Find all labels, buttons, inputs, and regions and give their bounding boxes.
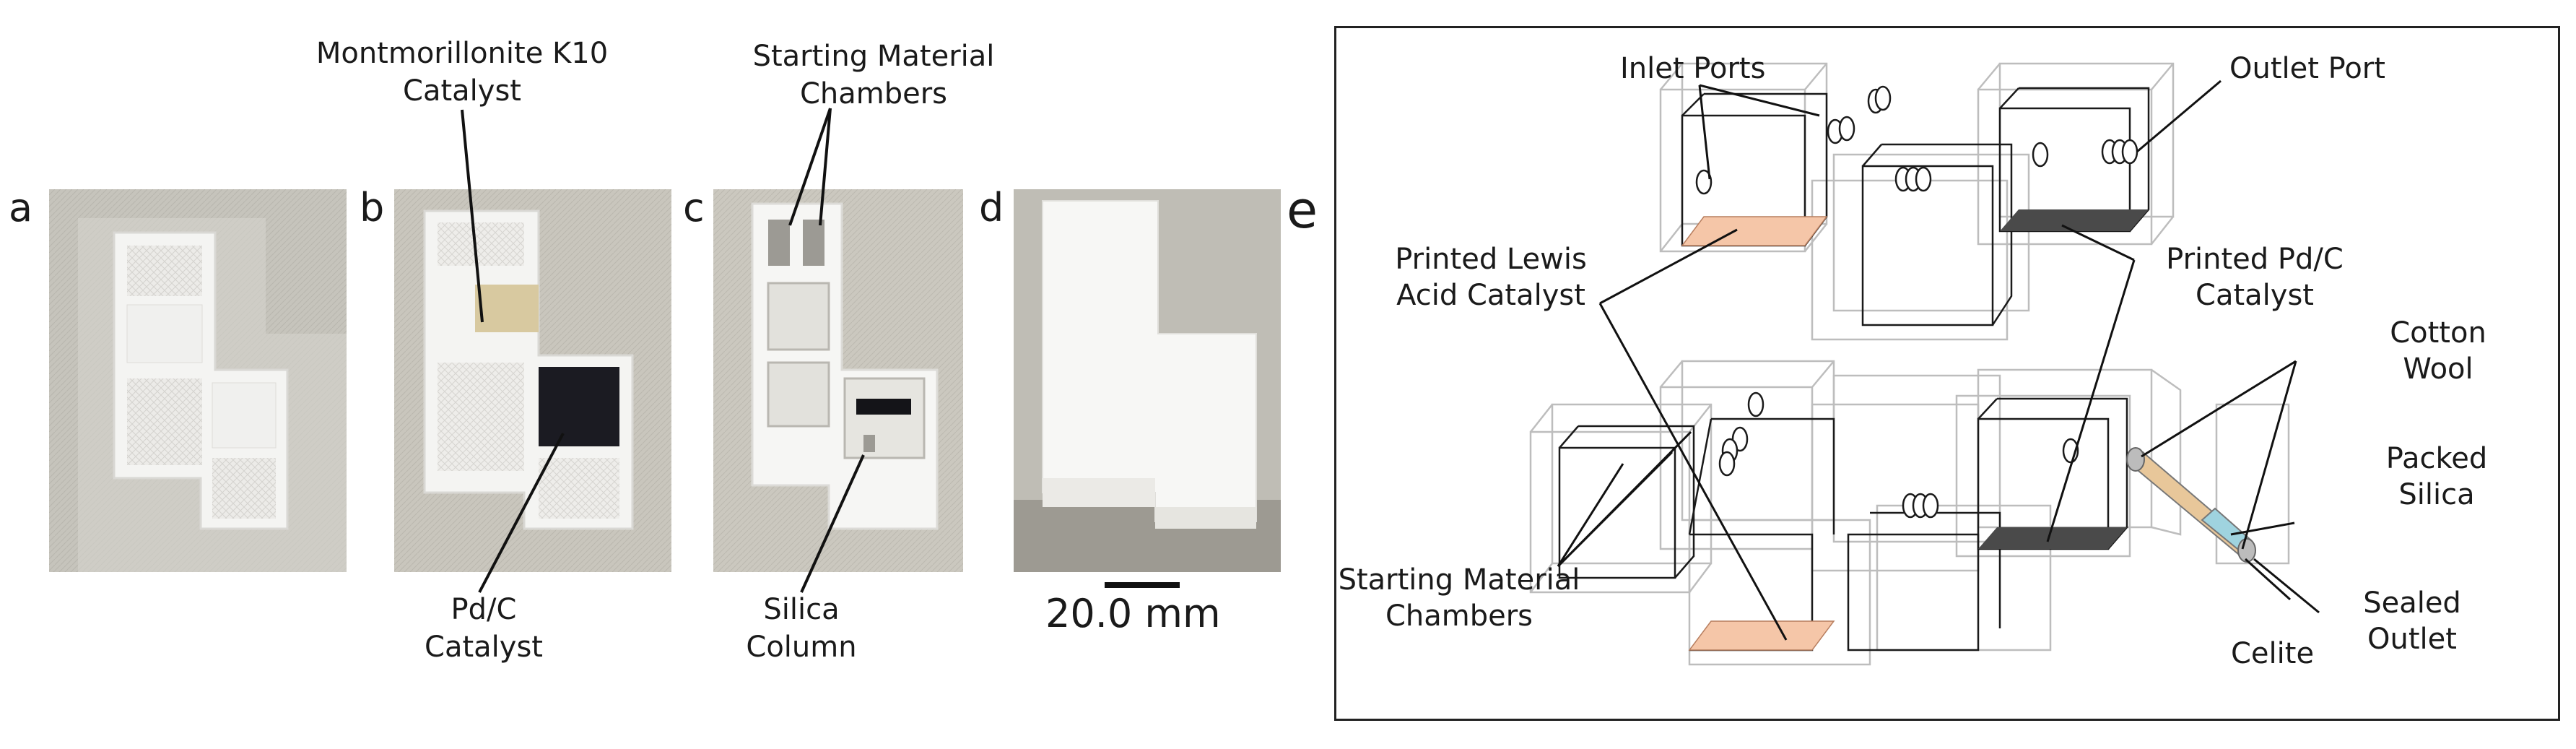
label-starting-material-chambers-c: Starting Material Chambers — [752, 40, 995, 111]
label-cotton-wool: Cotton Wool — [2390, 316, 2486, 386]
panel-letter-c: c — [683, 185, 705, 230]
label-sealed-outlet: Sealed Outlet — [2363, 586, 2461, 656]
k10-catalyst-patch — [475, 285, 539, 332]
label-outlet-port: Outlet Port — [2229, 52, 2385, 85]
panel-letter-a: a — [9, 185, 33, 230]
photo-panel-c — [713, 189, 963, 572]
photo-panel-d — [1014, 189, 1281, 572]
panel-e-frame — [1334, 26, 2560, 721]
label-inlet-ports: Inlet Ports — [1620, 52, 1766, 85]
panel-letter-e: e — [1287, 181, 1318, 240]
scale-bar — [1105, 582, 1180, 588]
label-printed-pdc: Printed Pd/C Catalyst — [2166, 243, 2344, 312]
panel-letter-b: b — [360, 185, 385, 230]
lewis-catalyst-top — [1681, 216, 1828, 246]
pdc-catalyst-bottom — [1978, 527, 2127, 549]
photo-panel-a — [49, 189, 347, 572]
label-pdc-catalyst: Pd/C Catalyst — [425, 593, 543, 664]
label-montmorillonite: Montmorillonite K10 Catalyst — [316, 37, 609, 108]
label-silica-column: Silica Column — [746, 593, 857, 664]
lewis-catalyst-bottom — [1688, 620, 1835, 651]
label-celite: Celite — [2231, 637, 2315, 670]
pdc-catalyst-top — [2000, 209, 2149, 231]
silica-column-outlet — [2126, 447, 2256, 563]
label-packed-silica: Packed Silica — [2385, 442, 2488, 511]
label-printed-lewis: Printed Lewis Acid Catalyst — [1395, 243, 1587, 312]
panel-letter-d: d — [979, 185, 1004, 230]
scale-bar-label: 20.0 mm — [1045, 591, 1221, 636]
label-starting-material-chambers-e: Starting Material Chambers — [1338, 563, 1580, 633]
